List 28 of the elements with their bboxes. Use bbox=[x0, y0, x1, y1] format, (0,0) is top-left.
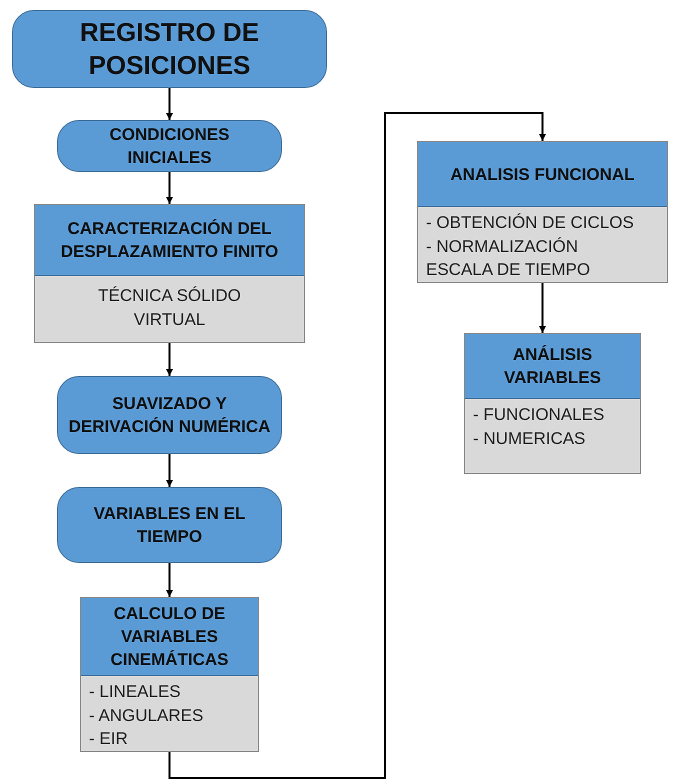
card-header: CARACTERIZACIÓN DEL DESPLAZAMIENTO FINITO bbox=[35, 205, 304, 276]
list-item: - NUMERICAS bbox=[473, 428, 586, 450]
card-header: CALCULO DE VARIABLES CINEMÁTICAS bbox=[81, 598, 258, 676]
list-item: - LINEALES bbox=[89, 681, 182, 703]
arrow bbox=[168, 112, 546, 779]
list-item: - EIR bbox=[89, 728, 129, 750]
process-card bbox=[34, 204, 305, 343]
arrow bbox=[539, 283, 546, 333]
card-text: TÉCNICA SÓLIDO VIRTUAL bbox=[97, 285, 242, 330]
process-card bbox=[464, 333, 641, 474]
process-step: VARIABLES EN EL TIEMPO bbox=[57, 487, 282, 563]
arrow bbox=[166, 88, 173, 120]
process-step: CONDICIONES INICIALES bbox=[57, 120, 282, 172]
card-header: ANÁLISIS VARIABLES bbox=[465, 334, 640, 399]
list-item: - FUNCIONALES bbox=[473, 404, 606, 426]
process-step: SUAVIZADO Y DERIVACIÓN NUMÉRICA bbox=[57, 376, 282, 454]
process-card bbox=[417, 141, 668, 283]
process-card bbox=[80, 597, 259, 752]
process-step: REGISTRO DE POSICIONES bbox=[12, 10, 327, 88]
card-header: ANALISIS FUNCIONAL bbox=[418, 142, 667, 207]
arrow bbox=[166, 172, 173, 204]
arrow bbox=[166, 563, 173, 597]
list-item: - ANGULARES bbox=[89, 704, 204, 726]
list-item: ESCALA DE TIEMPO bbox=[426, 259, 592, 281]
list-item: - OBTENCIÓN DE CICLOS bbox=[426, 212, 635, 234]
arrow bbox=[166, 454, 173, 487]
arrow bbox=[166, 343, 173, 376]
list-item: - NORMALIZACIÓN bbox=[426, 236, 580, 258]
